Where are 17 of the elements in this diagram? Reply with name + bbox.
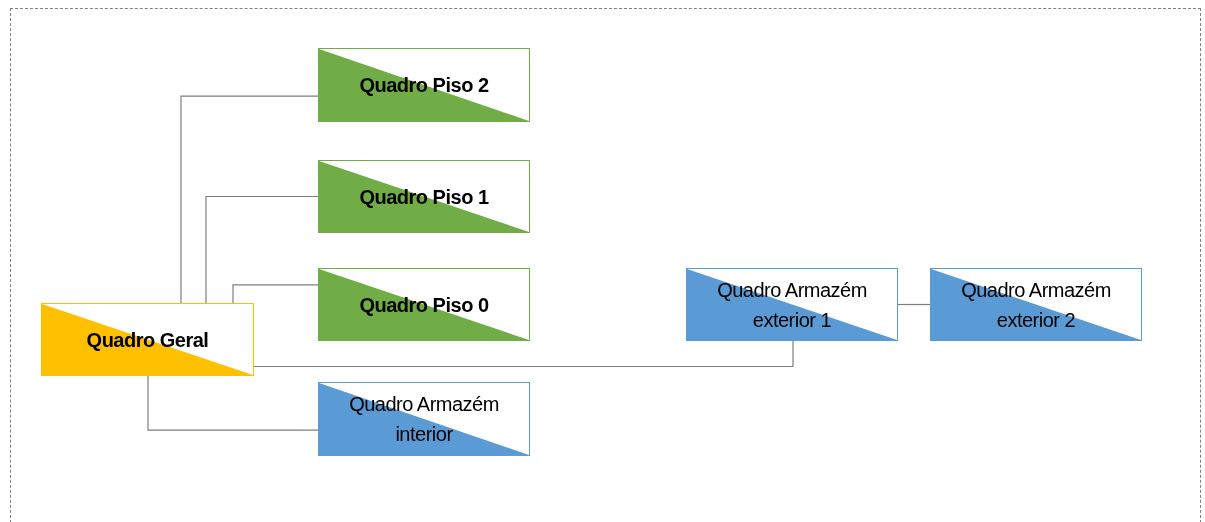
panel-box <box>318 160 530 233</box>
panel-box <box>41 303 254 376</box>
panel-label: Quadro Piso 2 <box>358 73 490 98</box>
connector-line <box>897 303 931 306</box>
panel-box <box>318 268 530 341</box>
panel-box <box>686 268 898 341</box>
connector-line <box>147 375 319 431</box>
panel-box <box>318 48 530 122</box>
panel-box <box>930 268 1142 341</box>
panel-label: Quadro Geral <box>85 327 210 353</box>
panel-label: Quadro Piso 0 <box>358 292 490 318</box>
connector-line <box>253 340 794 368</box>
panel-label: Quadro Piso 1 <box>358 184 490 210</box>
connector-line <box>232 284 319 304</box>
panel-box <box>318 382 530 456</box>
connector-line <box>180 95 319 304</box>
connector-line <box>205 195 319 304</box>
